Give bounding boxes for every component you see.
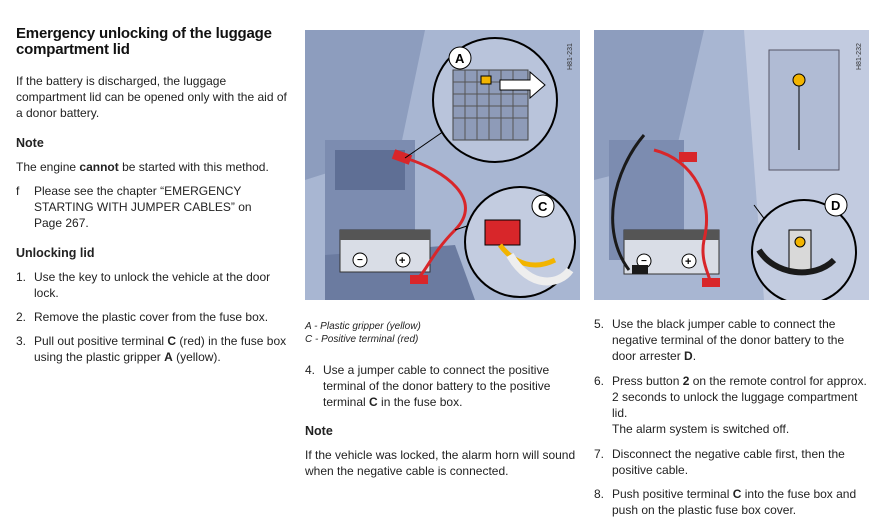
unlocking-heading: Unlocking lid (16, 246, 95, 260)
note-bullet: f Please see the chapter “EMERGENCY STAR… (16, 183, 256, 231)
note-2-text: If the vehicle was locked, the alarm hor… (305, 448, 576, 478)
svg-text:+: + (685, 256, 691, 268)
figure-1-code: H81-231 (567, 43, 574, 70)
step-4: 4. Use a jumper cable to connect the pos… (305, 363, 551, 409)
step-3: 3. Pull out positive terminal C (red) in… (16, 334, 287, 364)
figure-2-code: H81-232 (856, 43, 863, 70)
note-text: The engine cannot be started with this m… (16, 160, 269, 174)
page-title: Emergency unlocking of the luggage compa… (16, 25, 272, 58)
figure-label-c: C (538, 199, 548, 214)
figure-2-illustration: − + D (594, 30, 869, 300)
step-2: 2. Remove the plastic cover from the fus… (16, 310, 269, 324)
figure-label-d: D (831, 198, 840, 213)
intro-paragraph: If the battery is discharged, the luggag… (16, 74, 287, 120)
note-2-heading: Note (305, 424, 333, 438)
figure-1-caption-c: C - Positive terminal (red) (305, 334, 419, 345)
step-6: 6. Press button 2 on the remote control … (594, 374, 867, 436)
bullet-marker: f (16, 184, 20, 198)
figure-label-a: A (455, 51, 465, 66)
figure-fuse-box-positive: − + A C H81-231 (305, 30, 580, 300)
step-7: 7. Disconnect the negative cable first, … (594, 447, 845, 477)
svg-text:−: − (357, 255, 363, 266)
figure-door-arrester-negative: − + D H81-232 (594, 30, 869, 300)
step-5: 5. Use the black jumper cable to connect… (594, 317, 845, 363)
figure-1-caption-a: A - Plastic gripper (yellow) (305, 321, 421, 332)
note-heading: Note (16, 136, 44, 150)
svg-text:+: + (399, 255, 405, 267)
figure-1-illustration: − + A C (305, 30, 580, 300)
bullet-text: Please see the chapter “EMERGENCY STARTI… (34, 184, 252, 230)
step-1: 1. Use the key to unlock the vehicle at … (16, 270, 271, 300)
step-8: 8. Push positive terminal C into the fus… (594, 487, 857, 517)
svg-text:−: − (641, 256, 647, 267)
